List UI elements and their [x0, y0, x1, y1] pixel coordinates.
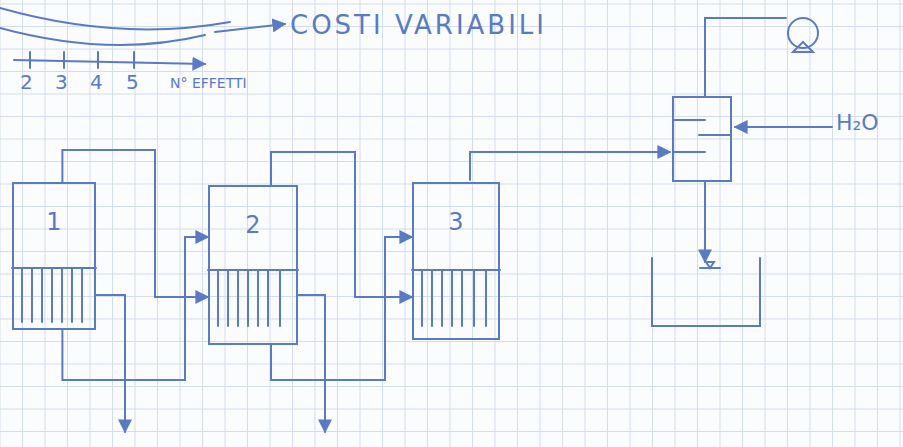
grid-line: [0, 161, 903, 162]
grid-line: [0, 251, 903, 252]
evaporator-body: 3: [412, 182, 500, 340]
axis-label: 3: [55, 72, 68, 92]
grid-line: [0, 386, 903, 387]
grid-line: [900, 0, 901, 447]
axis-label: 2: [20, 72, 33, 92]
tube-bundle: [12, 268, 96, 322]
stream-label: H₂O: [836, 112, 879, 134]
grid-line: [562, 0, 563, 447]
axis-label: N° EFFETTI: [170, 76, 247, 90]
grid-line: [0, 4, 903, 5]
barometric-condenser: [673, 97, 731, 181]
axis-label: 5: [126, 72, 139, 92]
hot-well: [652, 258, 760, 326]
liquor-line: [271, 237, 412, 380]
axis-title: COSTI VARIABILI: [290, 12, 547, 38]
grid-line: [202, 0, 203, 447]
grid-line: [405, 0, 406, 447]
grid-line: [45, 0, 46, 447]
liquor-line: [62, 237, 208, 380]
grid-line: [0, 94, 903, 95]
sketch-arc: [0, 28, 205, 45]
arrow: [215, 24, 285, 32]
grid-line: [675, 0, 676, 447]
pump-symbol: [788, 18, 818, 48]
grid-line: [0, 49, 903, 50]
grid-line: [607, 0, 608, 447]
effect-number: 2: [210, 213, 296, 237]
grid-line: [742, 0, 743, 447]
grid-line: [832, 0, 833, 447]
grid-line: [472, 0, 473, 447]
grid-line: [225, 0, 226, 447]
vapour-line: [271, 152, 412, 297]
water-inlet: [735, 126, 832, 128]
grid-line: [855, 0, 856, 447]
grid-line: [427, 0, 428, 447]
vacuum-line: [705, 18, 786, 97]
grid-line: [720, 0, 721, 447]
condensate-outlet: [298, 295, 325, 432]
axis-tick: [30, 52, 134, 68]
evaporator-body: 2: [208, 185, 298, 345]
effect-number: 1: [14, 210, 94, 234]
grid-line: [495, 0, 496, 447]
grid-line: [0, 0, 1, 447]
grid-line: [652, 0, 653, 447]
water-level: [700, 262, 720, 268]
grid-line: [877, 0, 878, 447]
grid-line: [0, 409, 903, 410]
axis: [14, 60, 205, 64]
axis-label: 4: [90, 72, 103, 92]
grid-line: [787, 0, 788, 447]
vapour-line: [62, 150, 208, 297]
grid-line: [0, 116, 903, 117]
grid-line: [585, 0, 586, 447]
grid-line: [517, 0, 518, 447]
grid-line: [0, 364, 903, 365]
vapour-line: [470, 152, 670, 180]
grid-line: [0, 431, 903, 432]
barometric-leg: [704, 181, 706, 262]
tube-bundle: [208, 270, 298, 326]
grid-line: [0, 341, 903, 342]
evaporator-body: 1: [12, 182, 96, 330]
grid-line: [810, 0, 811, 447]
condensate-outlet: [96, 295, 125, 432]
grid-line: [630, 0, 631, 447]
grid-line: [22, 0, 23, 447]
condenser-baffle: [673, 120, 731, 152]
pump-base: [793, 42, 813, 52]
grid-line: [0, 139, 903, 140]
grid-line: [697, 0, 698, 447]
grid-line: [0, 206, 903, 207]
grid-line: [765, 0, 766, 447]
grid-line: [540, 0, 541, 447]
tube-bundle: [412, 270, 500, 326]
sketch-arc: [0, 8, 230, 29]
effect-number: 3: [414, 210, 498, 234]
